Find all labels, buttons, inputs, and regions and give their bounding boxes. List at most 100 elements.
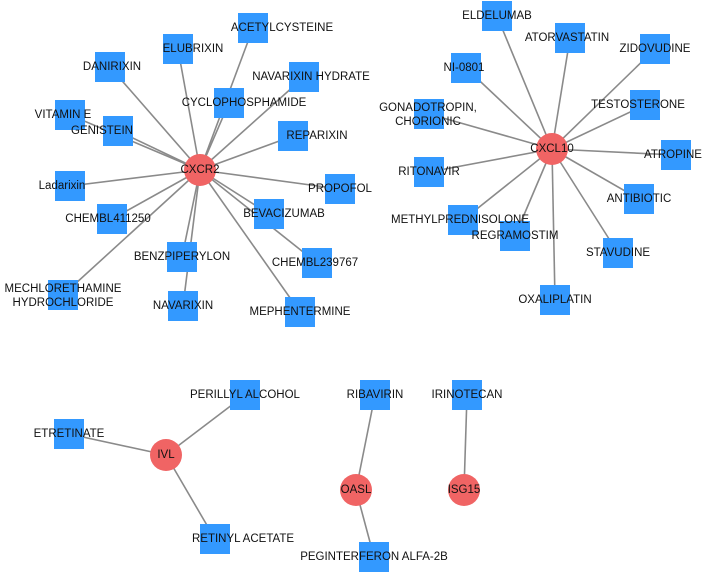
edge-cxcl10-eldelumab: [496, 15, 553, 150]
drug-label: DANIRIXIN: [83, 61, 141, 73]
drug-label: VITAMIN E: [35, 109, 92, 121]
drug-label-multiline: GONADOTROPIN,CHORIONIC: [379, 102, 477, 128]
drug-label: GENISTEIN: [71, 125, 133, 137]
drug-node-reparixin[interactable]: [278, 121, 308, 151]
drug-node-atorvastatin[interactable]: [555, 23, 585, 53]
drug-label: ELDELUMAB: [462, 10, 532, 22]
gene-label-oasl: OASL: [341, 484, 372, 496]
edge-cxcr2-reparixin: [199, 135, 294, 171]
drug-node-stavudine[interactable]: [603, 238, 633, 268]
edge-cxcr2-ladarixin: [69, 169, 201, 187]
drug-node-testosterone[interactable]: [630, 90, 660, 120]
edge-cxcr2-mephentermine: [199, 169, 301, 313]
edge-cxcl10-zidovudine: [551, 48, 656, 150]
drug-node-perillyl-alcohol[interactable]: [230, 380, 260, 410]
drug-node-ni-0801[interactable]: [451, 53, 481, 83]
drug-label: PERILLYL ALCOHOL: [190, 389, 301, 401]
drug-label: REGRAMOSTIM: [472, 230, 559, 242]
drug-node-benzpiperylon[interactable]: [167, 242, 197, 272]
drug-label: CHEMBL239767: [272, 257, 358, 269]
drug-label: RITONAVIR: [398, 166, 460, 178]
drug-node-irinotecan[interactable]: [452, 380, 482, 410]
drug-node-antibiotic[interactable]: [624, 184, 654, 214]
drug-node-elubrixin[interactable]: [163, 34, 193, 64]
drug-node-cyclophosphamide[interactable]: [214, 88, 244, 118]
drug-label: NAVARIXIN: [153, 300, 213, 312]
gene-node-ivl[interactable]: [150, 439, 182, 471]
drug-label: Ladarixin: [39, 180, 86, 192]
gene-node-cxcr2[interactable]: [184, 154, 216, 186]
edge-oasl-ribavirin: [355, 394, 376, 491]
drug-node-propofol[interactable]: [325, 174, 355, 204]
drug-label: CHEMBL411250: [65, 213, 150, 225]
drug-node-vitamin-e[interactable]: [55, 100, 85, 130]
edge-cxcr2-vitamin-e: [69, 114, 201, 171]
drug-label: NI-0801: [444, 62, 485, 74]
edge-layer: [62, 15, 677, 558]
drug-node-atropine[interactable]: [661, 140, 691, 170]
drug-label: METHYLPREDNISOLONE: [391, 214, 529, 226]
gene-label-ivl: IVL: [157, 449, 175, 461]
drug-node-regramostim[interactable]: [500, 221, 530, 251]
edge-cxcl10-ritonavir: [428, 148, 553, 173]
drug-node-gonadotropin-chorionic[interactable]: [414, 99, 444, 129]
drug-label: ATROPINE: [644, 149, 702, 161]
drug-node-etretinate[interactable]: [54, 419, 84, 449]
edge-ivl-etretinate: [68, 433, 167, 456]
drug-label: RIBAVIRIN: [347, 389, 404, 401]
drug-label: STAVUDINE: [586, 247, 650, 259]
drug-node-layer: [48, 1, 691, 572]
drug-label: NAVARIXIN HYDRATE: [252, 71, 370, 83]
drug-node-danirixin[interactable]: [95, 52, 125, 82]
drug-node-mephentermine[interactable]: [285, 297, 315, 327]
drug-label: ZIDOVUDINE: [620, 43, 691, 55]
drug-node-acetylcysteine[interactable]: [238, 13, 268, 43]
drug-label: BENZPIPERYLON: [134, 251, 230, 263]
edge-cxcr2-propofol: [199, 169, 341, 190]
edge-cxcl10-atropine: [551, 148, 677, 156]
label-layer: ACETYLCYSTEINE ELUBRIXIN DANIRIXIN NAVARIXI…: [5, 10, 703, 563]
drug-label: ANTIBIOTIC: [607, 193, 672, 205]
gene-label-cxcl10: CXCL10: [530, 143, 573, 155]
drug-label: PEGINTERFERON ALFA-2B: [300, 551, 448, 563]
edge-cxcl10-gonadotropin-chorionic: [428, 113, 553, 150]
edge-cxcl10-oxaliplatin: [551, 148, 556, 301]
drug-node-methylprednisolone[interactable]: [448, 205, 478, 235]
drug-label: ELUBRIXIN: [163, 43, 224, 55]
edge-cxcl10-testosterone: [551, 104, 646, 150]
edge-cxcr2-danirixin: [109, 66, 201, 171]
drug-node-bevacizumab[interactable]: [254, 199, 284, 229]
drug-label: ETRETINATE: [34, 428, 105, 440]
drug-label: ACETYLCYSTEINE: [231, 22, 334, 34]
drug-node-navarixin-hydrate[interactable]: [289, 62, 319, 92]
gene-label-cxcr2: CXCR2: [181, 164, 220, 176]
drug-label: ATORVASTATIN: [525, 32, 609, 44]
drug-label: OXALIPLATIN: [518, 294, 591, 306]
drug-label: PROPOFOL: [308, 183, 373, 195]
gene-node-cxcl10[interactable]: [536, 133, 568, 165]
drug-node-chembl239767[interactable]: [302, 248, 332, 278]
drug-node-eldelumab[interactable]: [482, 1, 512, 31]
drug-node-peginterferon-alfa-2b[interactable]: [359, 542, 389, 572]
gene-node-isg15[interactable]: [448, 474, 480, 506]
edge-cxcr2-elubrixin: [177, 48, 201, 171]
gene-label-isg15: ISG15: [448, 484, 481, 496]
drug-node-mechlorethamine-hydrochloride[interactable]: [48, 280, 78, 310]
edge-cxcl10-stavudine: [551, 148, 619, 254]
drug-node-ribavirin[interactable]: [360, 380, 390, 410]
drug-node-zidovudine[interactable]: [640, 34, 670, 64]
drug-node-navarixin[interactable]: [168, 291, 198, 321]
drug-node-retinyl-acetate[interactable]: [200, 524, 230, 554]
drug-node-chembl411250[interactable]: [97, 204, 127, 234]
drug-node-ladarixin[interactable]: [55, 171, 85, 201]
drug-node-ritonavir[interactable]: [414, 157, 444, 187]
drug-label: MEPHENTERMINE: [250, 306, 351, 318]
gene-node-oasl[interactable]: [340, 474, 372, 506]
drug-label: BEVACIZUMAB: [243, 208, 325, 220]
edge-cxcr2-navarixin: [182, 169, 201, 307]
drug-node-genistein[interactable]: [103, 116, 133, 146]
drug-node-oxaliplatin[interactable]: [540, 285, 570, 315]
edge-cxcr2-navarixin-hydrate: [199, 76, 305, 171]
